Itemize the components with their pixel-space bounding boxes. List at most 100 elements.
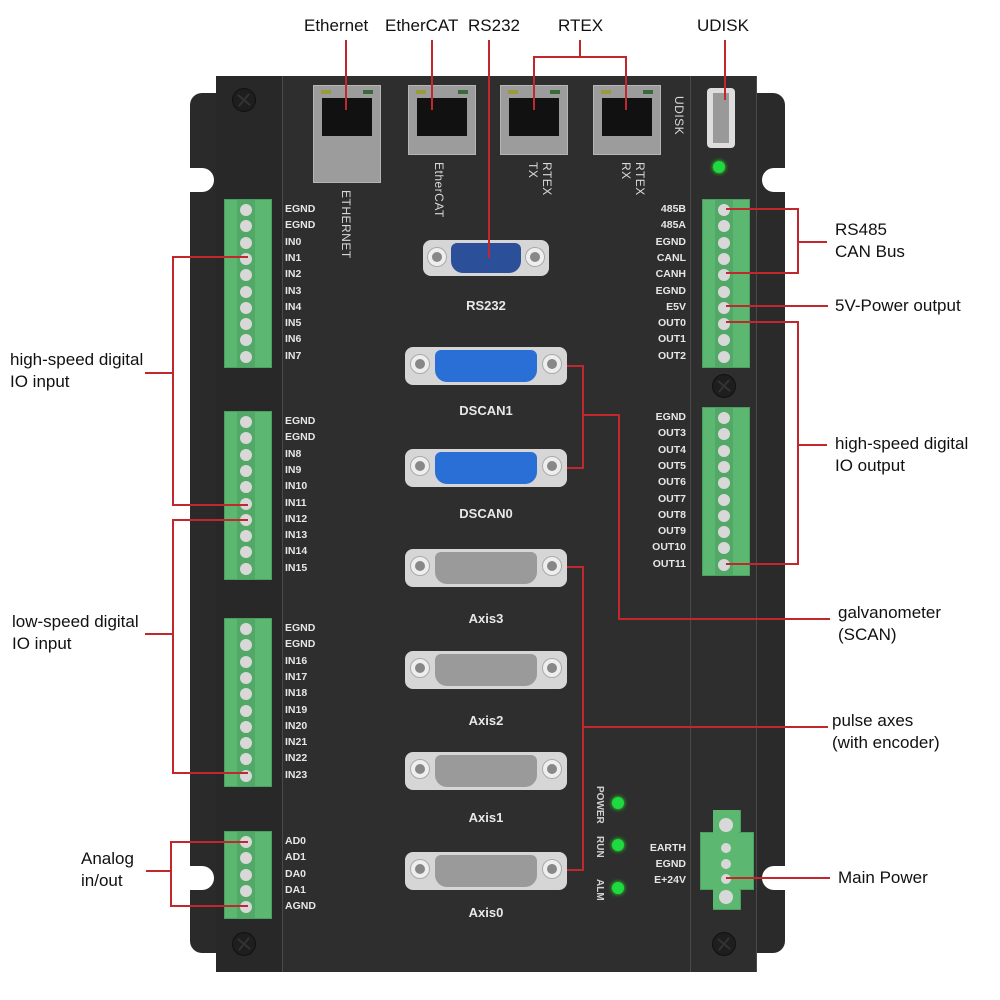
terminal-pin-label: IN5: [285, 317, 302, 330]
axis3-label: Axis3: [468, 611, 504, 626]
terminal-pin-label: OUT5: [657, 459, 686, 472]
terminal-screw-icon: [240, 350, 252, 363]
leader-line: [172, 519, 174, 774]
terminal-screw-icon: [718, 350, 730, 363]
terminal-pin-label: EGND: [285, 638, 316, 651]
terminal-pin-label: EGND: [655, 284, 686, 297]
controller-housing: [216, 76, 756, 972]
leader-line: [146, 870, 170, 872]
udisk-port[interactable]: [707, 88, 735, 148]
terminal-screw-icon: [718, 493, 730, 506]
terminal-screw-icon: [240, 868, 252, 881]
terminal-screw-icon: [240, 334, 252, 347]
callout-rs232: RS232: [468, 16, 520, 35]
leader-line: [172, 519, 248, 521]
terminal-pin-label: DA1: [285, 883, 307, 896]
dscan1-connector[interactable]: [405, 347, 567, 385]
terminal-pin-label: IN18: [285, 687, 308, 700]
terminal-screw-icon: [718, 204, 730, 216]
terminal-pin-label: AGND: [285, 900, 316, 913]
leader-line: [145, 633, 173, 635]
callout-5v-power: 5V-Power output: [835, 296, 961, 315]
rtex-rx-port[interactable]: [593, 85, 661, 155]
leader-line: [726, 272, 798, 274]
terminal-pin-label: 485B: [660, 203, 686, 215]
terminal-screw-icon: [718, 220, 730, 233]
terminal-pin-label: IN7: [285, 349, 302, 362]
screw-icon: [232, 932, 256, 956]
leader-line: [579, 40, 581, 57]
mount-notch: [178, 168, 214, 192]
mount-notch: [178, 866, 214, 890]
dscan1-label: DSCAN1: [459, 403, 513, 418]
terminal-screw-icon: [718, 252, 730, 265]
axis3-connector[interactable]: [405, 549, 567, 587]
leader-line: [145, 372, 173, 374]
terminal-screw-icon: [718, 412, 730, 424]
axis1-connector[interactable]: [405, 752, 567, 790]
terminal-pin-label: IN2: [285, 268, 302, 281]
terminal-screw-icon: [240, 464, 252, 477]
run-led-label: RUN: [594, 836, 605, 858]
leader-line: [345, 40, 347, 110]
ethercat-port[interactable]: [408, 85, 476, 155]
terminal-block-right-block-1[interactable]: [702, 199, 750, 368]
terminal-screw-icon: [240, 546, 252, 559]
terminal-pin-label: OUT4: [657, 443, 686, 456]
terminal-pin-label: IN8: [285, 447, 302, 460]
terminal-block-left-block-2[interactable]: [224, 411, 272, 580]
callout-ethernet: Ethernet: [304, 16, 369, 35]
terminal-block-left-block-1[interactable]: [224, 199, 272, 368]
terminal-screw-icon: [718, 460, 730, 473]
dscan0-connector[interactable]: [405, 449, 567, 487]
terminal-block-analog-block[interactable]: [224, 831, 272, 919]
terminal-screw-icon: [240, 269, 252, 282]
ethernet-port[interactable]: [313, 85, 381, 183]
leader-line: [172, 256, 248, 258]
terminal-block-left-block-3[interactable]: [224, 618, 272, 787]
leader-line: [488, 40, 490, 258]
leader-line: [533, 56, 627, 58]
terminal-pin-label: OUT1: [657, 333, 686, 346]
axis0-connector[interactable]: [405, 852, 567, 890]
rs232-connector[interactable]: [423, 240, 549, 276]
leader-line: [567, 869, 583, 871]
terminal-pin-label: EGND: [285, 431, 316, 444]
leader-line: [618, 618, 830, 620]
terminal-pin-label: E5V: [666, 300, 686, 313]
callout-galvanometer: galvanometer(SCAN): [838, 603, 942, 644]
axis2-connector[interactable]: [405, 651, 567, 689]
terminal-pin-label: EGND: [655, 235, 686, 248]
leader-line: [567, 566, 583, 568]
terminal-screw-icon: [240, 704, 252, 717]
terminal-screw-icon: [240, 530, 252, 543]
power-pin-label: E+24V: [654, 874, 686, 886]
divider: [756, 76, 757, 972]
terminal-screw-icon: [240, 252, 252, 265]
terminal-pin-label: IN20: [285, 719, 308, 732]
terminal-pin-label: OUT0: [657, 317, 686, 330]
run-led: [612, 839, 624, 851]
terminal-screw-icon: [240, 416, 252, 428]
terminal-pin-label: IN11: [285, 496, 307, 509]
callout-main-power: Main Power: [838, 868, 928, 887]
terminal-screw-icon: [240, 448, 252, 461]
terminal-block-right-block-2[interactable]: [702, 407, 750, 576]
terminal-pin-label: IN6: [285, 333, 302, 346]
terminal-screw-icon: [240, 497, 252, 510]
terminal-screw-icon: [240, 318, 252, 331]
terminal-screw-icon: [718, 444, 730, 457]
terminal-pin-label: IN22: [285, 752, 308, 765]
main-power-terminal-front: [713, 810, 739, 908]
terminal-pin-label: IN15: [285, 561, 308, 574]
screw-icon: [232, 88, 256, 112]
terminal-screw-icon: [718, 236, 730, 249]
leader-line: [582, 365, 584, 469]
dscan0-label: DSCAN0: [459, 506, 513, 521]
terminal-screw-icon: [718, 477, 730, 490]
screw-icon: [712, 374, 736, 398]
terminal-pin-label: OUT2: [657, 349, 686, 362]
terminal-screw-icon: [240, 301, 252, 314]
